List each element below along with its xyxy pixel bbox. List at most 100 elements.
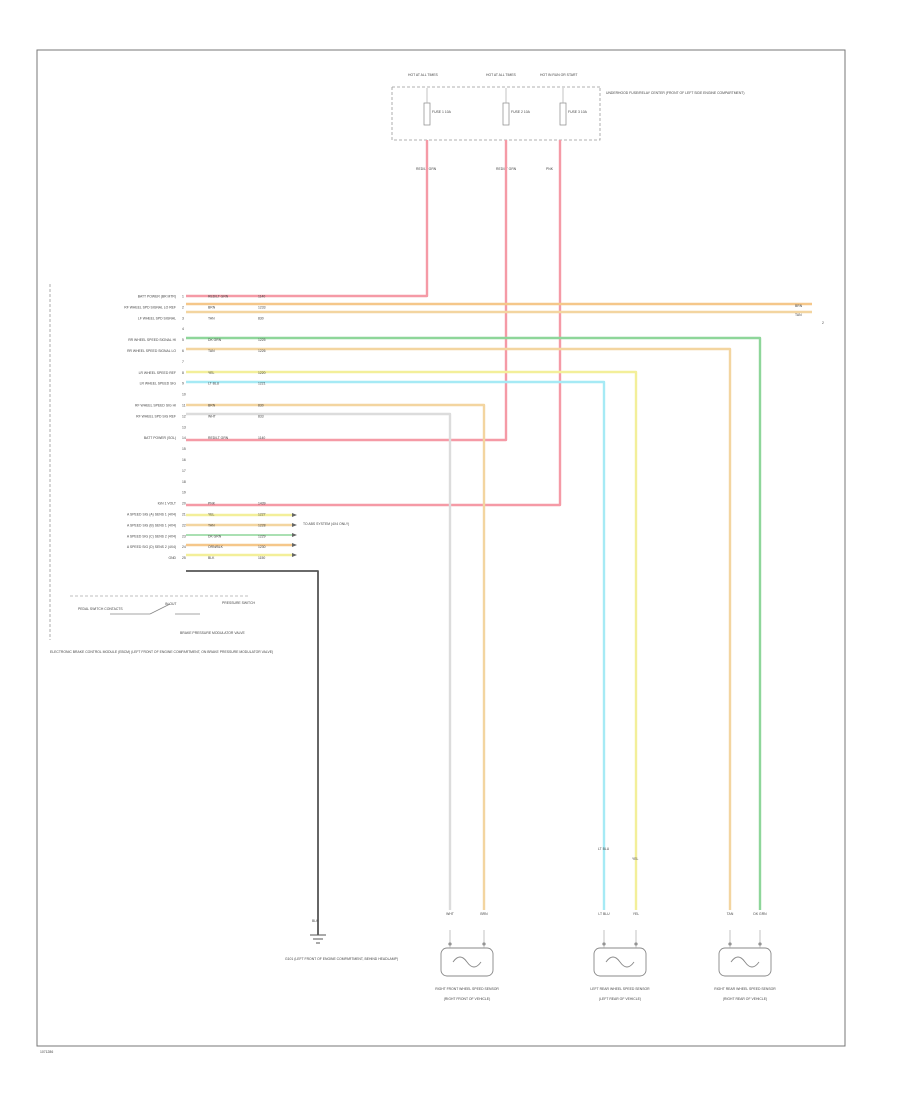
pin-row: 10 bbox=[182, 393, 186, 397]
ground-wire-label: BLK bbox=[312, 919, 319, 923]
pin-wire-color: BLK bbox=[208, 556, 215, 560]
pin-circuit-code: 1227 bbox=[258, 513, 266, 517]
connector-arrow-icon bbox=[292, 513, 297, 517]
wire-fuse3-pin20 bbox=[186, 140, 562, 507]
pin-wire-color: RED/LT GRN bbox=[208, 295, 229, 299]
connector-arrow-icon bbox=[292, 553, 297, 557]
fuse-block: HOT AT ALL TIMES HOT AT ALL TIMES HOT IN… bbox=[391, 73, 744, 171]
pin-circuit-code: 833 bbox=[258, 414, 264, 418]
sensor-location: (RIGHT REAR OF VEHICLE) bbox=[723, 997, 767, 1001]
pin-desc: RR WHEEL SPEED SIGNAL LO bbox=[127, 349, 176, 353]
pin-number: 3 bbox=[182, 316, 184, 320]
sensor-wire-a-label: WHT bbox=[446, 912, 454, 916]
pin-number: 25 bbox=[182, 556, 186, 560]
footer-code: 1071286 bbox=[40, 1050, 53, 1054]
pin-circuit-code: 1150 bbox=[258, 556, 265, 560]
pin-row: 4 bbox=[182, 327, 184, 331]
pin-circuit-code: 1226 bbox=[258, 349, 266, 353]
ground-g101: BLK G101 (LEFT FRONT OF ENGINE COMPARTME… bbox=[285, 919, 398, 961]
pin21-note: TO ABS SYSTEM (4X4 ONLY) bbox=[303, 522, 349, 526]
pin-wire-color: DK GRN bbox=[208, 338, 222, 342]
pin-number: 5 bbox=[182, 338, 184, 342]
pin-circuit-code: 1233 bbox=[258, 305, 266, 309]
pin-desc: RF WHEEL SPEED SIG HI bbox=[135, 404, 176, 408]
pin-number: 12 bbox=[182, 414, 186, 418]
wire-pin6-rr bbox=[186, 347, 732, 910]
pin-number: 9 bbox=[182, 382, 184, 386]
pin-wire-color: YEL bbox=[208, 371, 215, 375]
switch-label-right: PRESSURE SWITCH bbox=[222, 601, 256, 605]
diagram-frame bbox=[36, 49, 846, 1047]
pin-row: 18 bbox=[182, 480, 186, 484]
pin-desc: A SPEED SIG (D) SENS 2 (4X4) bbox=[127, 545, 176, 549]
sensor-name: LEFT REAR WHEEL SPEED SENSOR bbox=[590, 987, 650, 991]
fuse-3-label: FUSE 3 10A bbox=[568, 110, 588, 114]
sensor-wire-b-label: BRN bbox=[480, 912, 488, 916]
fuse-2-header: HOT AT ALL TIMES bbox=[486, 73, 517, 77]
pin-wire-color: BRN bbox=[208, 305, 216, 309]
pin-number: 13 bbox=[182, 425, 186, 429]
pin-number: 8 bbox=[182, 371, 184, 375]
wire-pin12-rf bbox=[186, 412, 452, 910]
pin-number: 22 bbox=[182, 523, 186, 527]
pin-desc: LR WHEEL SPEED REF bbox=[139, 371, 176, 375]
pin-number: 15 bbox=[182, 447, 186, 451]
sensor-wire-a-label: TAN bbox=[727, 912, 734, 916]
connector-arrow-icon bbox=[292, 533, 297, 537]
pin-wire-color: ORN/BLK bbox=[208, 545, 224, 549]
pin-wire-color: YEL bbox=[208, 513, 215, 517]
pin-wire-color: TAN bbox=[208, 316, 215, 320]
pin-number: 4 bbox=[182, 327, 184, 331]
pin-circuit-code: 1140 bbox=[258, 436, 265, 440]
fuse-3-header: HOT IN RUN OR START bbox=[540, 73, 578, 77]
pin-desc: LR WHEEL SPEED SIG bbox=[140, 382, 177, 386]
pin-wire-color: TAN bbox=[208, 523, 215, 527]
switch-label-bottom: BRAKE PRESSURE MODULATOR VALVE bbox=[180, 631, 245, 635]
connector-arrow-icon bbox=[292, 543, 297, 547]
pin-wire-color: WHT bbox=[208, 414, 216, 418]
pin-circuit-code: 1221 bbox=[258, 382, 266, 386]
sensor-location: (LEFT REAR OF VEHICLE) bbox=[599, 997, 641, 1001]
wire-fuse1-pin1 bbox=[186, 140, 429, 298]
pin-number: 10 bbox=[182, 393, 186, 397]
pin-wire-color: BRN bbox=[208, 404, 216, 408]
right-label-tan: TAN bbox=[795, 313, 802, 317]
lower-label-lt-blu: LT BLU bbox=[598, 847, 610, 851]
pin-number: 23 bbox=[182, 534, 186, 538]
pin-circuit-code: 1229 bbox=[258, 534, 266, 538]
sensor-coil-icon bbox=[605, 956, 635, 968]
switch-label-mid: IN OUT bbox=[165, 602, 177, 606]
connector-arrow-icon bbox=[292, 523, 297, 527]
pin-circuit-code: 830 bbox=[258, 404, 264, 408]
pin-desc: RF WHEEL SPD SIGNAL LO REF bbox=[124, 305, 176, 309]
pin-desc: RF WHEEL SPD SIG REF bbox=[136, 414, 176, 418]
pin-circuit-code: 1225 bbox=[258, 338, 266, 342]
pin-desc: BATT POWER (SOL) bbox=[144, 436, 176, 440]
pin-number: 14 bbox=[182, 436, 186, 440]
pin-wire-color: TAN bbox=[208, 349, 215, 353]
sensor-wire-b-label: DK GRN bbox=[753, 912, 767, 916]
pin-circuit-code: 1220 bbox=[258, 371, 266, 375]
pin-row: 13 bbox=[182, 425, 186, 429]
fuse-3-wire: PNK bbox=[546, 167, 554, 171]
pin-desc: LF WHEEL SPD SIGNAL bbox=[138, 316, 176, 320]
pin-row: 19 bbox=[182, 491, 186, 495]
pin-number: 1 bbox=[182, 295, 184, 299]
pin-row: 16 bbox=[182, 458, 186, 462]
pin-desc: A SPEED SIG (B) SENS 1 (4X4) bbox=[127, 523, 176, 527]
